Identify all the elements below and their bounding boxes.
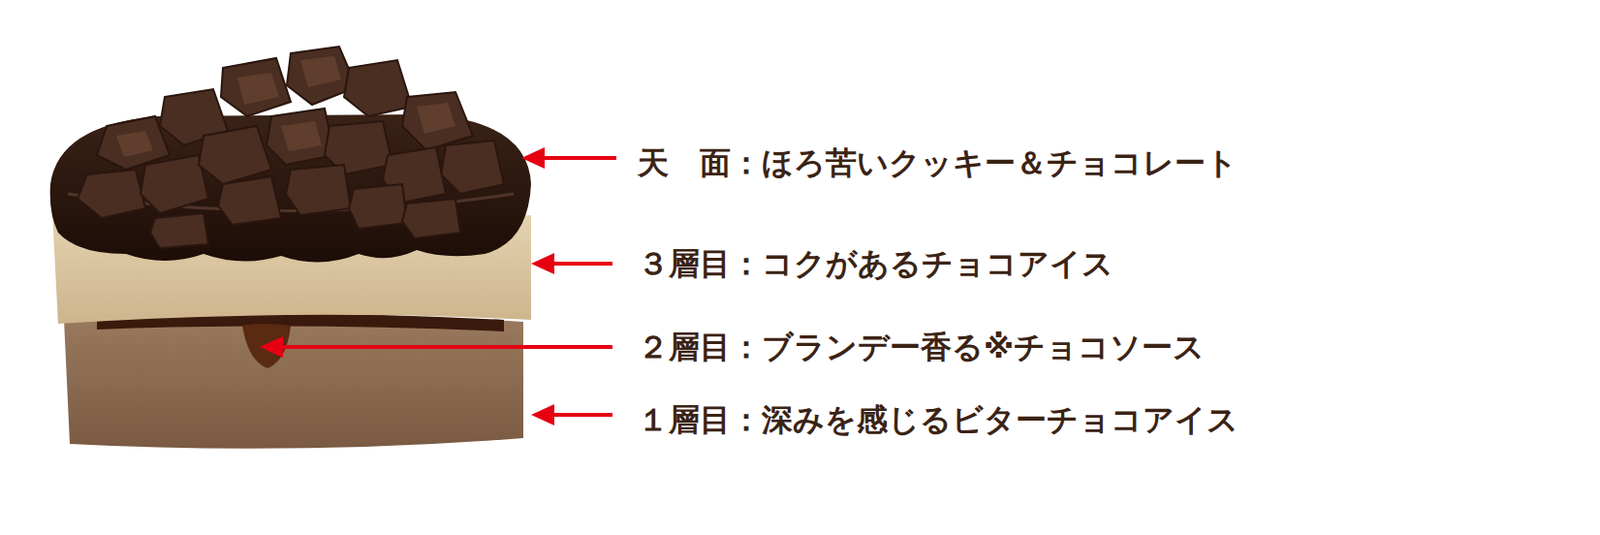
layer-label: １層目：深みを感じるビターチョコアイス bbox=[637, 400, 1239, 440]
layer-label: ３層目：コクがあるチョコアイス bbox=[637, 244, 1114, 283]
cookie-chunks bbox=[77, 46, 504, 249]
bitter-choco-layer bbox=[63, 313, 524, 448]
leader-arrows bbox=[259, 147, 617, 426]
layer-label: 天 面：ほろ苦いクッキー＆チョコレート bbox=[637, 143, 1238, 183]
layer-label: ２層目：ブランデー香る※チョコソース bbox=[637, 327, 1205, 367]
